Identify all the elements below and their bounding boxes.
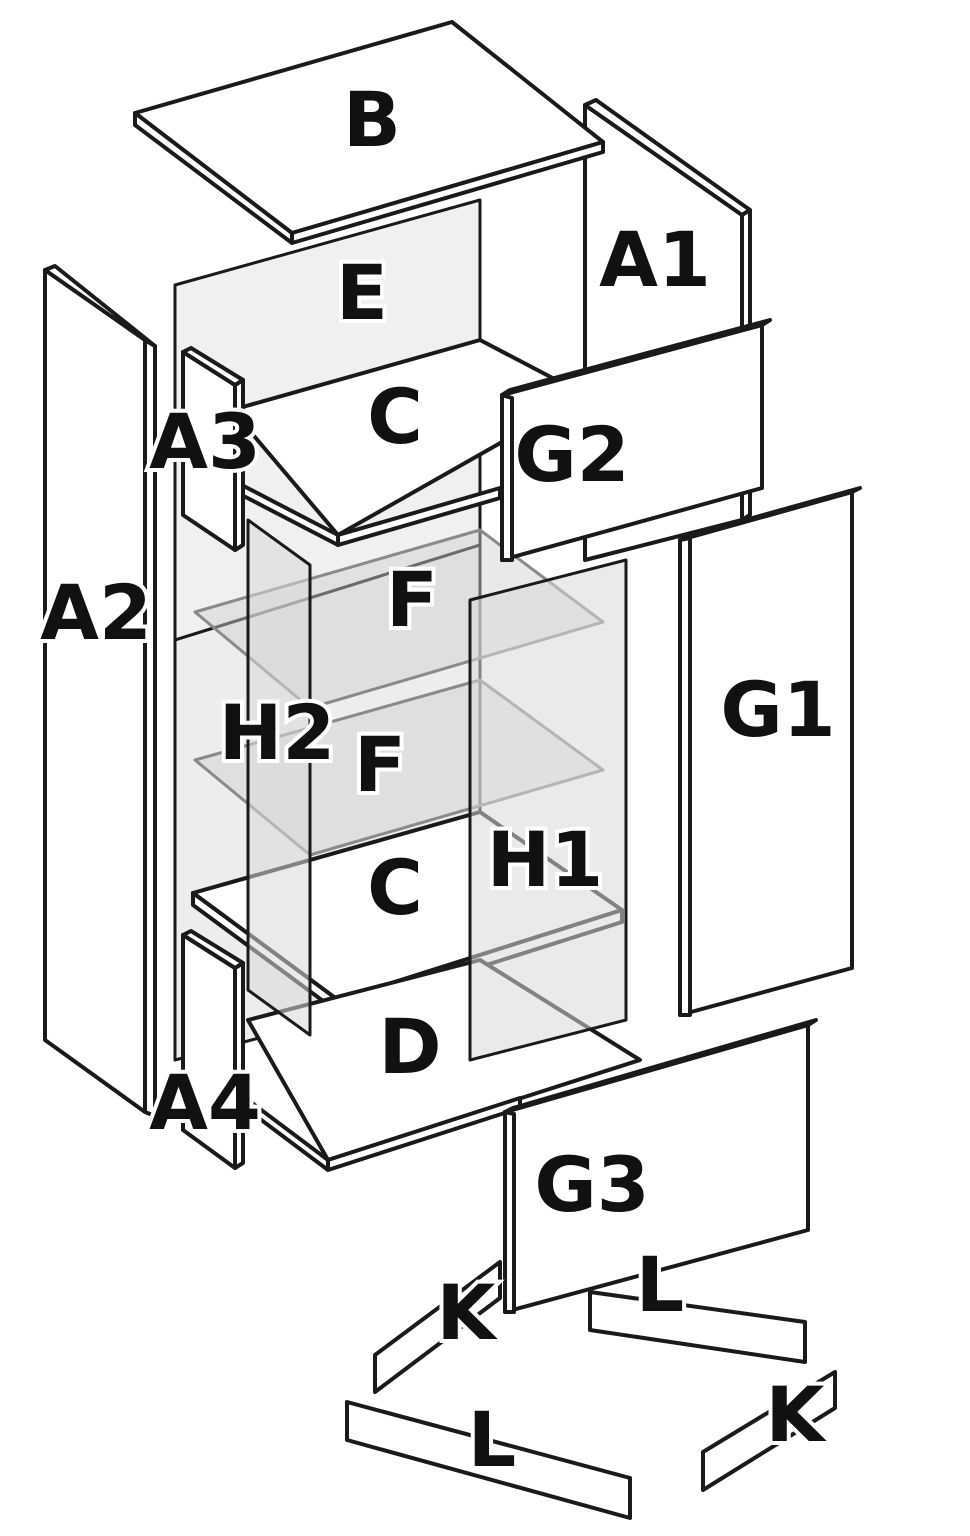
label-k-right: K [766, 1370, 828, 1459]
part-g1-edge-left [678, 536, 692, 1017]
label-c-bottom: C [367, 843, 423, 932]
label-a2: A2 [40, 568, 152, 657]
label-g3: G3 [534, 1140, 649, 1229]
label-h2: H2 [219, 688, 336, 777]
part-k-left-plinth [373, 1260, 502, 1394]
part-l-right-plinth [588, 1290, 807, 1364]
part-a2-left-side [43, 268, 147, 1114]
part-l-left-plinth [345, 1400, 632, 1520]
part-g3-edge [503, 1018, 818, 1114]
label-f-bottom: F [354, 720, 406, 809]
part-g2-edge [500, 318, 772, 397]
label-g1: G1 [720, 665, 835, 754]
label-a4: A4 [149, 1058, 261, 1147]
part-b-front-edge [290, 140, 605, 245]
label-d: D [378, 1002, 441, 1091]
part-h1-glass-door [468, 558, 628, 1062]
label-a3: A3 [149, 397, 261, 486]
label-b: B [343, 75, 401, 164]
label-f-top: F [386, 555, 438, 644]
label-l-left: L [468, 1395, 516, 1484]
part-a4-top [181, 929, 245, 970]
part-a2-top-edge [43, 264, 157, 348]
label-g2: G2 [514, 410, 629, 499]
part-g2-edge-left [500, 393, 514, 562]
part-a3-top [181, 346, 245, 387]
part-k-right-plinth [701, 1370, 837, 1492]
label-e: E [336, 248, 388, 337]
label-h1: H1 [487, 815, 604, 904]
label-c-top: C [367, 372, 423, 461]
label-l-right: L [636, 1240, 684, 1329]
part-g3-edge-left [503, 1110, 516, 1314]
label-k-left: K [437, 1268, 499, 1357]
part-h2-glass-door [246, 518, 312, 1037]
label-a1: A1 [599, 215, 711, 304]
